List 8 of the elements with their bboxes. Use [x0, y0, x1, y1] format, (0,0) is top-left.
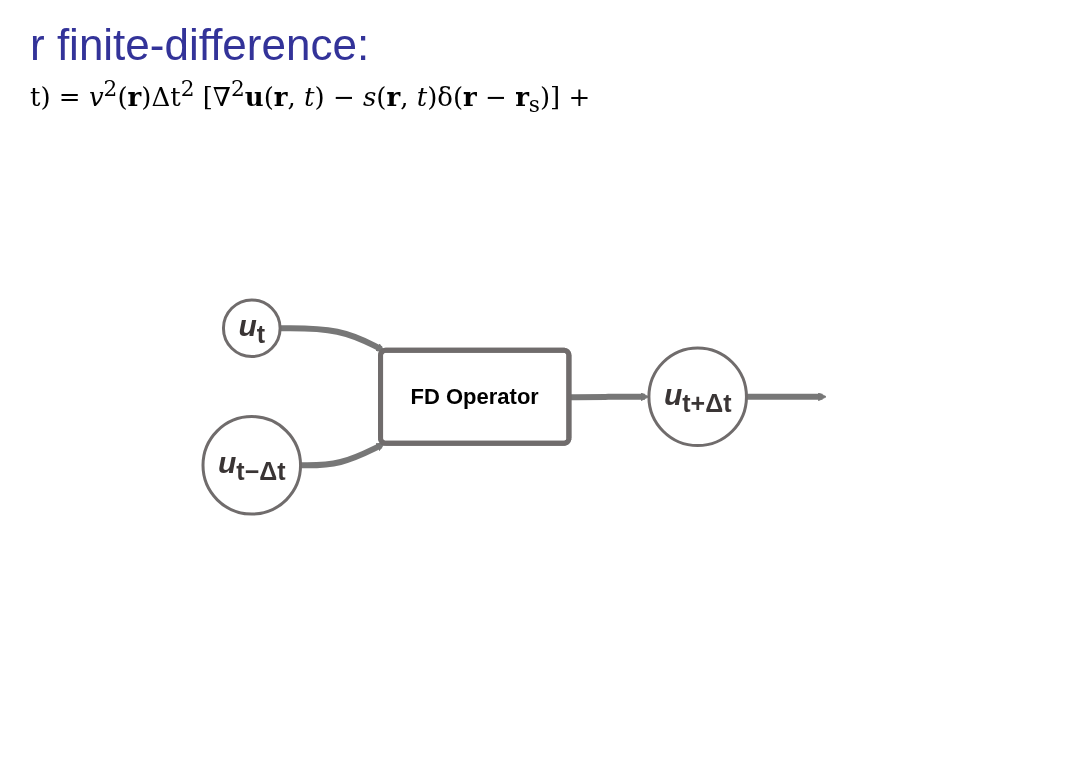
node-circle: u$_{t−Δt}$ [201, 414, 303, 516]
arrow [569, 392, 650, 401]
arrow [300, 442, 386, 469]
node-circle: u$_{t}$ [222, 298, 282, 358]
heading: r finite-difference: [30, 20, 371, 70]
node-circle: u$_{t+Δt}$ [647, 346, 749, 447]
equation: t) = v$^{2}$(r)Δt$^{2}$ [∇$^{2}$u(r, t) − s(r, t)δ(r − r$_{s}$)] + [30, 76, 592, 117]
arrow [746, 392, 828, 401]
